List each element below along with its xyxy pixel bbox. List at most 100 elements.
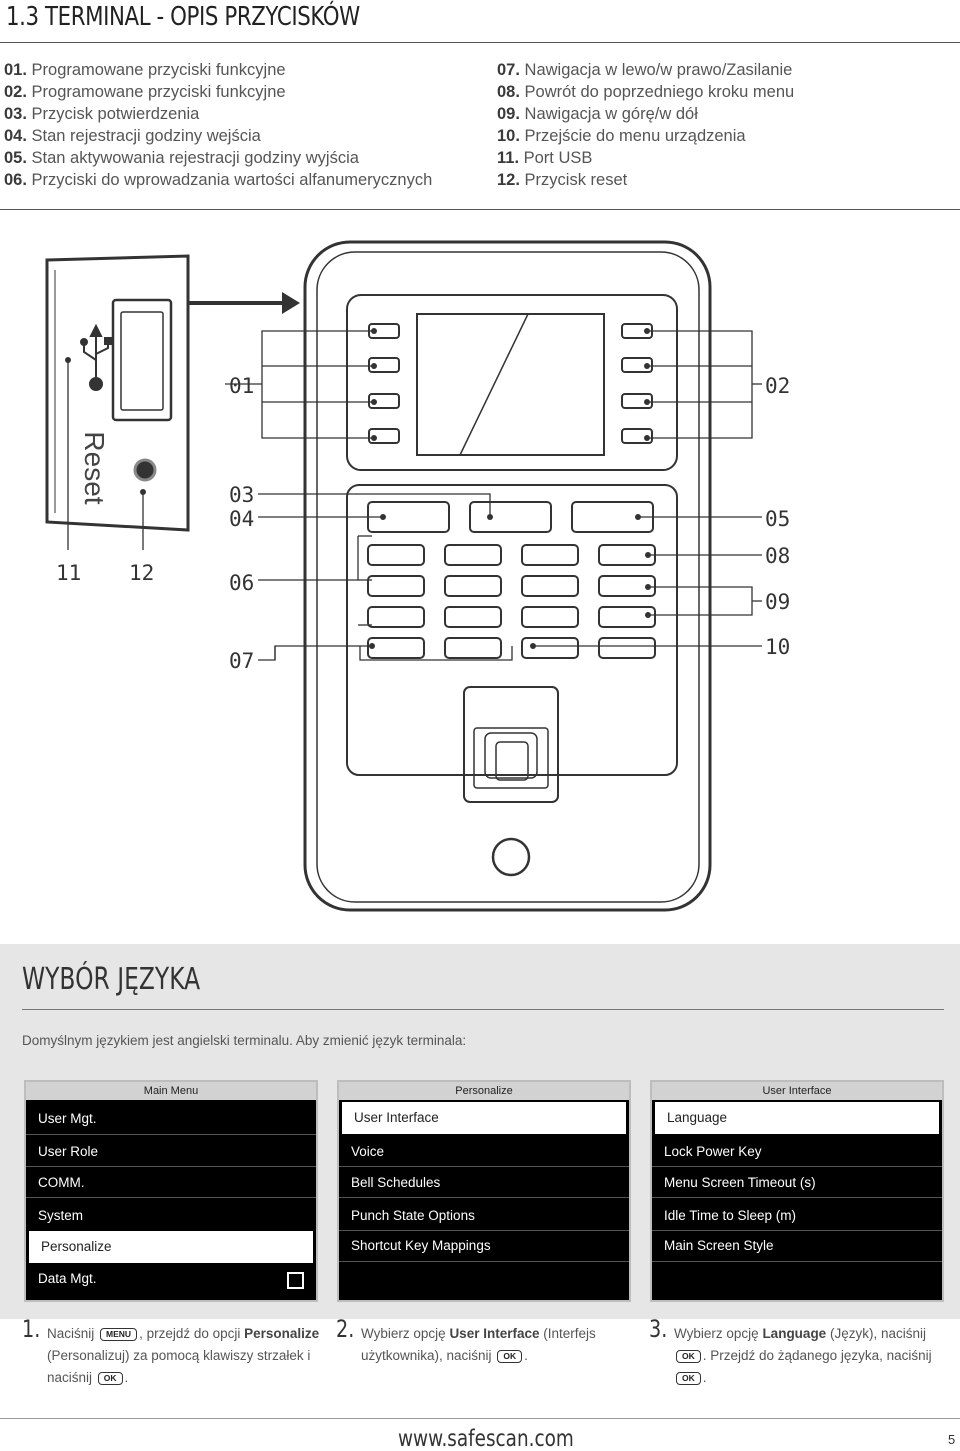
row-divider [26,1166,316,1167]
legend-text: Programowane przyciski funkcyjne [31,61,286,79]
arrow-icon [188,292,300,314]
callout-06: 06 [229,571,254,595]
legend-text: Nawigacja w górę/w dół [524,105,698,123]
terminal-diagram: Reset [45,240,790,912]
step-text-part: (Personalizuj) za pomocą klawiszy strzał… [47,1348,311,1385]
page-number: 5 [948,1432,956,1447]
legend-number: 07. [497,61,520,79]
menu-item-punch-state-options: Punch State Options [351,1208,475,1223]
legend-item: 07. Nawigacja w lewo/w prawo/Zasilanie [497,59,794,81]
fingerprint-frame [463,686,559,803]
step-text-part: Naciśnij [47,1326,95,1341]
menu-item-data-mgt: Data Mgt. [38,1271,97,1286]
legend-number: 08. [497,83,520,101]
legend-text: Port USB [523,149,593,167]
step-text-part: , przejdź do opcji [139,1326,241,1341]
legend-item: 04. Stan rejestracji godziny wejścia [4,125,432,147]
step-text: Wybierz opcję Language (Język), naciśnij… [674,1323,949,1389]
legend-text: Stan aktywowania rejestracji godziny wyj… [31,149,359,167]
menu-item-user-interface: User Interface [342,1102,626,1134]
sensor-led [491,837,531,877]
menu-item-bell-schedules: Bell Schedules [351,1175,441,1190]
row-divider [26,1197,316,1198]
legend-number: 02. [4,83,27,101]
screen-personalize: Personalize User Interface Voice Bell Sc… [337,1080,631,1302]
legend-number: 01. [4,61,27,79]
row-divider [339,1197,629,1198]
callout-03: 03 [229,483,254,507]
menu-item-main-screen-style: Main Screen Style [664,1238,774,1253]
legend-number: 12. [497,171,520,189]
step-option: User Interface [449,1326,540,1341]
legend-item: 12. Przycisk reset [497,169,794,191]
legend-number: 04. [4,127,27,145]
callout-04: 04 [229,507,254,531]
legend-text: Przejście do menu urządzenia [524,127,746,145]
screen-frame [346,294,678,471]
reset-label: Reset [79,431,110,504]
legend-number: 09. [497,105,520,123]
step-text-part: . Przejdź do żądanego języka, naciśnij [702,1348,932,1363]
callout-07: 07 [229,649,254,673]
screen-main-menu: Main Menu User Mgt. User Role COMM. Syst… [24,1080,318,1302]
menu-item-menu-screen-timeout: Menu Screen Timeout (s) [664,1175,816,1190]
callout-02: 02 [765,374,790,398]
step-text: Naciśnij MENU, przejdź do opcji Personal… [47,1323,322,1389]
footer-divider [0,1418,960,1419]
row-divider [339,1166,629,1167]
menu-item-user-mgt: User Mgt. [38,1111,97,1126]
menu-item-lock-power-key: Lock Power Key [664,1144,762,1159]
step-text-part: Wybierz opcję [361,1326,446,1341]
display [416,313,605,456]
legend-left: 01. Programowane przyciski funkcyjne 02.… [4,59,432,191]
step-text-part: (Interfejs użytkownika), naciśnij [361,1326,596,1363]
row-divider [652,1261,942,1262]
legend-text: Przyciski do wprowadzania wartości alfan… [31,171,433,189]
screen-header: Personalize [339,1082,629,1100]
step-number: 1. [22,1315,41,1343]
language-section: WYBÓR JĘZYKA Domyślnym językiem jest ang… [0,944,960,1319]
legend-text: Nawigacja w lewo/w prawo/Zasilanie [524,61,793,79]
step-text-part: . [524,1348,528,1363]
legend-number: 10. [497,127,520,145]
row-divider [652,1166,942,1167]
section-title: WYBÓR JĘZYKA [22,962,201,997]
legend-item: 03. Przycisk potwierdzenia [4,103,432,125]
menu-item-shortcut-key-mappings: Shortcut Key Mappings [351,1238,491,1253]
row-divider [652,1197,942,1198]
checkbox-icon [287,1272,304,1289]
menu-item-language: Language [655,1102,939,1134]
ok-key-icon: OK [676,1349,701,1363]
footer-url: www.safescan.com [398,1426,574,1451]
legend-item: 02. Programowane przyciski funkcyjne [4,81,432,103]
callout-11: 11 [56,561,81,585]
screen-header: User Interface [652,1082,942,1100]
step-text-part: (Język), naciśnij [829,1326,926,1341]
menu-item-comm: COMM. [38,1175,85,1190]
legend-item: 09. Nawigacja w górę/w dół [497,103,794,125]
step-text-part: . [702,1370,707,1385]
terminal-body [303,240,712,912]
legend-text: Stan rejestracji godziny wejścia [31,127,261,145]
legend-item: 10. Przejście do menu urządzenia [497,125,794,147]
callout-10: 10 [765,635,790,659]
legend-text: Przycisk potwierdzenia [31,105,200,123]
function-keys-right [621,323,653,444]
row-divider [652,1230,942,1231]
legend-number: 06. [4,171,27,189]
menu-item-idle-time-to-sleep: Idle Time to Sleep (m) [664,1208,797,1223]
row-divider [339,1230,629,1231]
screen-header: Main Menu [26,1082,316,1100]
legend-number: 05. [4,149,27,167]
function-keys-left [368,323,400,444]
legend-right: 07. Nawigacja w lewo/w prawo/Zasilanie 0… [497,59,794,191]
reset-button [133,458,157,482]
step-option: Personalize [244,1326,320,1341]
legend-number: 11. [497,149,520,167]
fingerprint-sensor [473,727,549,789]
title-divider [0,42,960,43]
screen-user-interface: User Interface Language Lock Power Key M… [650,1080,944,1302]
menu-item-voice: Voice [351,1144,385,1159]
status-keys [367,501,654,533]
callout-08: 08 [765,544,790,568]
